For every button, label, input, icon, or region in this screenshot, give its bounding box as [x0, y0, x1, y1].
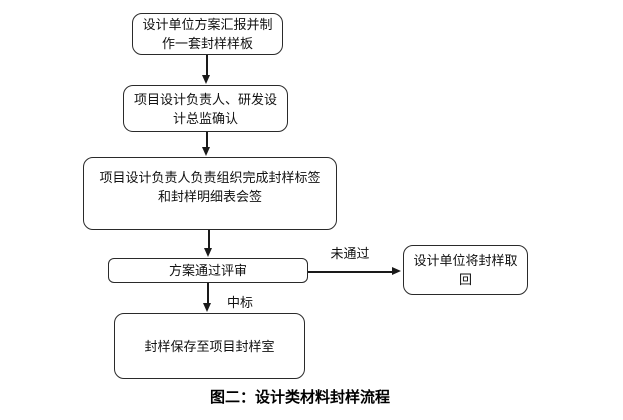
flow-node-sign: 项目设计负责人负责组织完成封样标签 和封样明细表会签	[83, 157, 337, 230]
arrowhead-right-icon	[392, 267, 401, 275]
edge-label-win-bid: 中标	[227, 295, 254, 310]
arrow-sign-to-review	[208, 230, 210, 249]
arrow-confirm-to-sign	[206, 132, 208, 148]
arrowhead-down-icon	[202, 75, 210, 84]
arrow-review-to-store	[207, 283, 209, 304]
arrowhead-down-icon	[204, 248, 212, 257]
figure-caption: 图二：设计类材料封样流程	[209, 390, 390, 406]
arrow-review-to-retrieve	[308, 271, 393, 273]
flow-node-retrieve: 设计单位将封样取 回	[403, 245, 528, 295]
flow-node-review: 方案通过评审	[108, 258, 308, 283]
arrowhead-down-icon	[202, 147, 210, 156]
flow-node-report: 设计单位方案汇报并制 作一套封样样板	[132, 13, 283, 55]
edge-label-not-passed: 未通过	[330, 246, 370, 261]
arrowhead-down-icon	[203, 303, 211, 312]
flow-node-store: 封样保存至项目封样室	[114, 313, 305, 379]
flow-node-confirm: 项目设计负责人、研发设 计总监确认	[123, 85, 288, 132]
arrow-report-to-confirm	[206, 55, 208, 76]
